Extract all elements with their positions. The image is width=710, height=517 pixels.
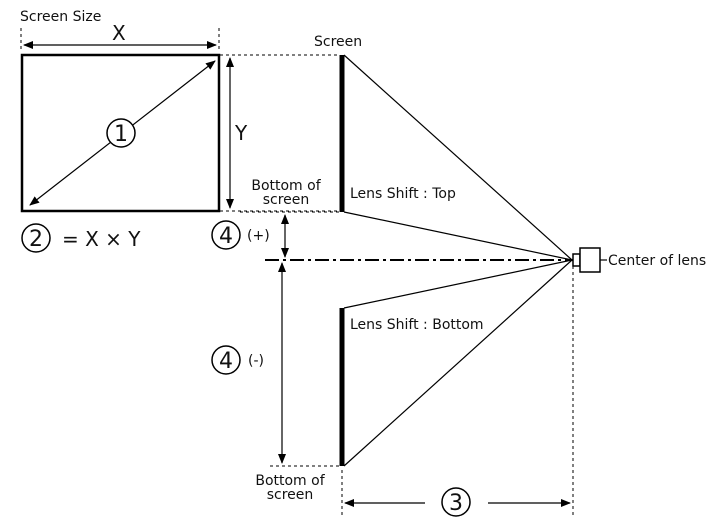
marker-3-number: 3 (449, 491, 463, 516)
y-label: Y (234, 121, 248, 145)
marker-1-circle (106, 118, 136, 148)
marker-3-circle (441, 487, 471, 517)
screen-size-rectangle (20, 53, 221, 213)
bottom-of-screen-top-line1: Bottom of (251, 178, 321, 194)
minus-label: (-) (248, 353, 264, 369)
lens-shift-top-label: Lens Shift : Top (350, 186, 456, 202)
marker-2-circle (21, 223, 51, 253)
marker-4-minus-circle (211, 345, 241, 375)
screen-size-label: Screen Size (20, 9, 101, 25)
projector-lens (572, 253, 581, 267)
bottom-of-screen-top-line2: screen (263, 192, 310, 208)
ray-top-screen-top (343, 54, 573, 261)
marker-4-plus-circle (211, 220, 241, 250)
plus-label: (+) (247, 228, 270, 244)
marker-1-number: 1 (114, 122, 128, 147)
ray-top-screen-bottom (343, 211, 573, 261)
ray-bottom-screen-top (343, 259, 573, 309)
screen-label: Screen (314, 34, 362, 50)
bottom-of-screen-bottom-line1: Bottom of (255, 473, 325, 489)
lens-shift-bottom-label: Lens Shift : Bottom (350, 317, 484, 333)
marker-4-plus-number: 4 (219, 224, 233, 249)
bottom-of-screen-bottom-line2: screen (267, 487, 314, 503)
marker-2-number: 2 (29, 227, 43, 252)
center-of-lens-label: Center of lens (608, 253, 706, 269)
projector-body (579, 247, 601, 273)
ray-bottom-screen-bottom (343, 259, 573, 467)
marker-4-minus-number: 4 (219, 349, 233, 374)
x-label: X (112, 21, 126, 45)
area-formula: = X × Y (62, 227, 141, 251)
